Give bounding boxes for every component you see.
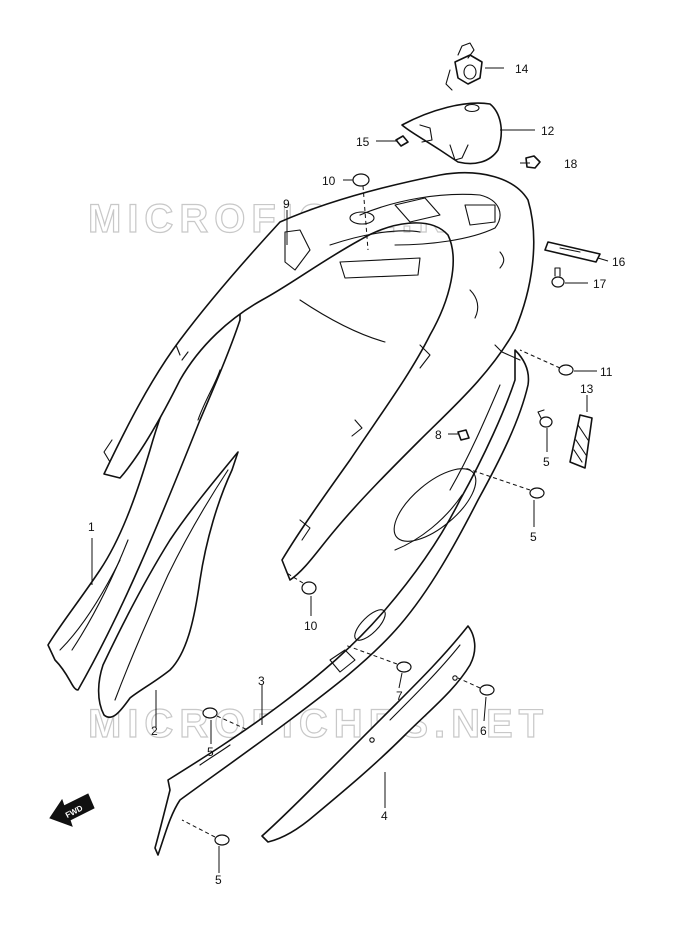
tail-cover-part-12 [401, 102, 502, 165]
callout-18: 18 [564, 157, 578, 171]
nut-part-18 [525, 155, 541, 169]
screw-part-5-left [202, 707, 249, 731]
nut-part-8 [457, 429, 470, 441]
callout-7: 7 [396, 689, 403, 703]
frame-cover-left-part-1 [47, 289, 241, 691]
screw-part-17 [551, 267, 565, 288]
callout-6: 6 [480, 724, 487, 738]
callout-17: 17 [593, 277, 607, 291]
callout-14: 14 [515, 62, 529, 76]
callout-11: 11 [600, 365, 613, 379]
screw-part-5-bottom [181, 819, 230, 846]
side-panel-left-part-2 [97, 451, 239, 719]
callout-5-left: 5 [207, 745, 214, 759]
callout-16: 16 [612, 255, 626, 269]
fwd-arrow-icon: FWD [49, 793, 95, 827]
seat-tail-frame-part-9 [103, 172, 535, 581]
callout-2: 2 [151, 724, 158, 738]
seat-lock-part-14 [445, 42, 483, 91]
clip-part-15 [395, 135, 409, 147]
label-strip-part-16 [544, 241, 601, 263]
callout-5-bottom: 5 [215, 873, 222, 887]
side-panel-right-part-4 [261, 625, 476, 843]
screw-part-7 [344, 644, 412, 673]
callout-5-upper: 5 [543, 455, 550, 469]
emblem-part-13 [569, 414, 593, 469]
frame-cover-right-part-3 [154, 344, 530, 856]
callout-15: 15 [356, 135, 370, 149]
callout-9: 9 [283, 197, 290, 211]
callout-4: 4 [381, 809, 388, 823]
screw-part-6 [457, 677, 495, 696]
callout-3: 3 [258, 674, 265, 688]
callout-13: 13 [580, 382, 594, 396]
callout-10-lower: 10 [304, 619, 318, 633]
screw-part-5-upper [537, 409, 553, 428]
callout-5-mid: 5 [530, 530, 537, 544]
watermark-bottom: MICROFICHES.NET [88, 702, 549, 746]
callout-12: 12 [541, 124, 555, 138]
screw-part-11 [519, 349, 574, 376]
callout-8: 8 [435, 428, 442, 442]
screw-part-5-mid [464, 467, 545, 499]
leader-lines [91, 67, 609, 873]
callout-numbers: 14 12 15 18 10 9 16 17 11 13 8 5 1 5 10 … [88, 62, 626, 887]
callout-1: 1 [88, 520, 95, 534]
callout-10-top: 10 [322, 174, 336, 188]
screw-part-10-lower [284, 571, 317, 595]
